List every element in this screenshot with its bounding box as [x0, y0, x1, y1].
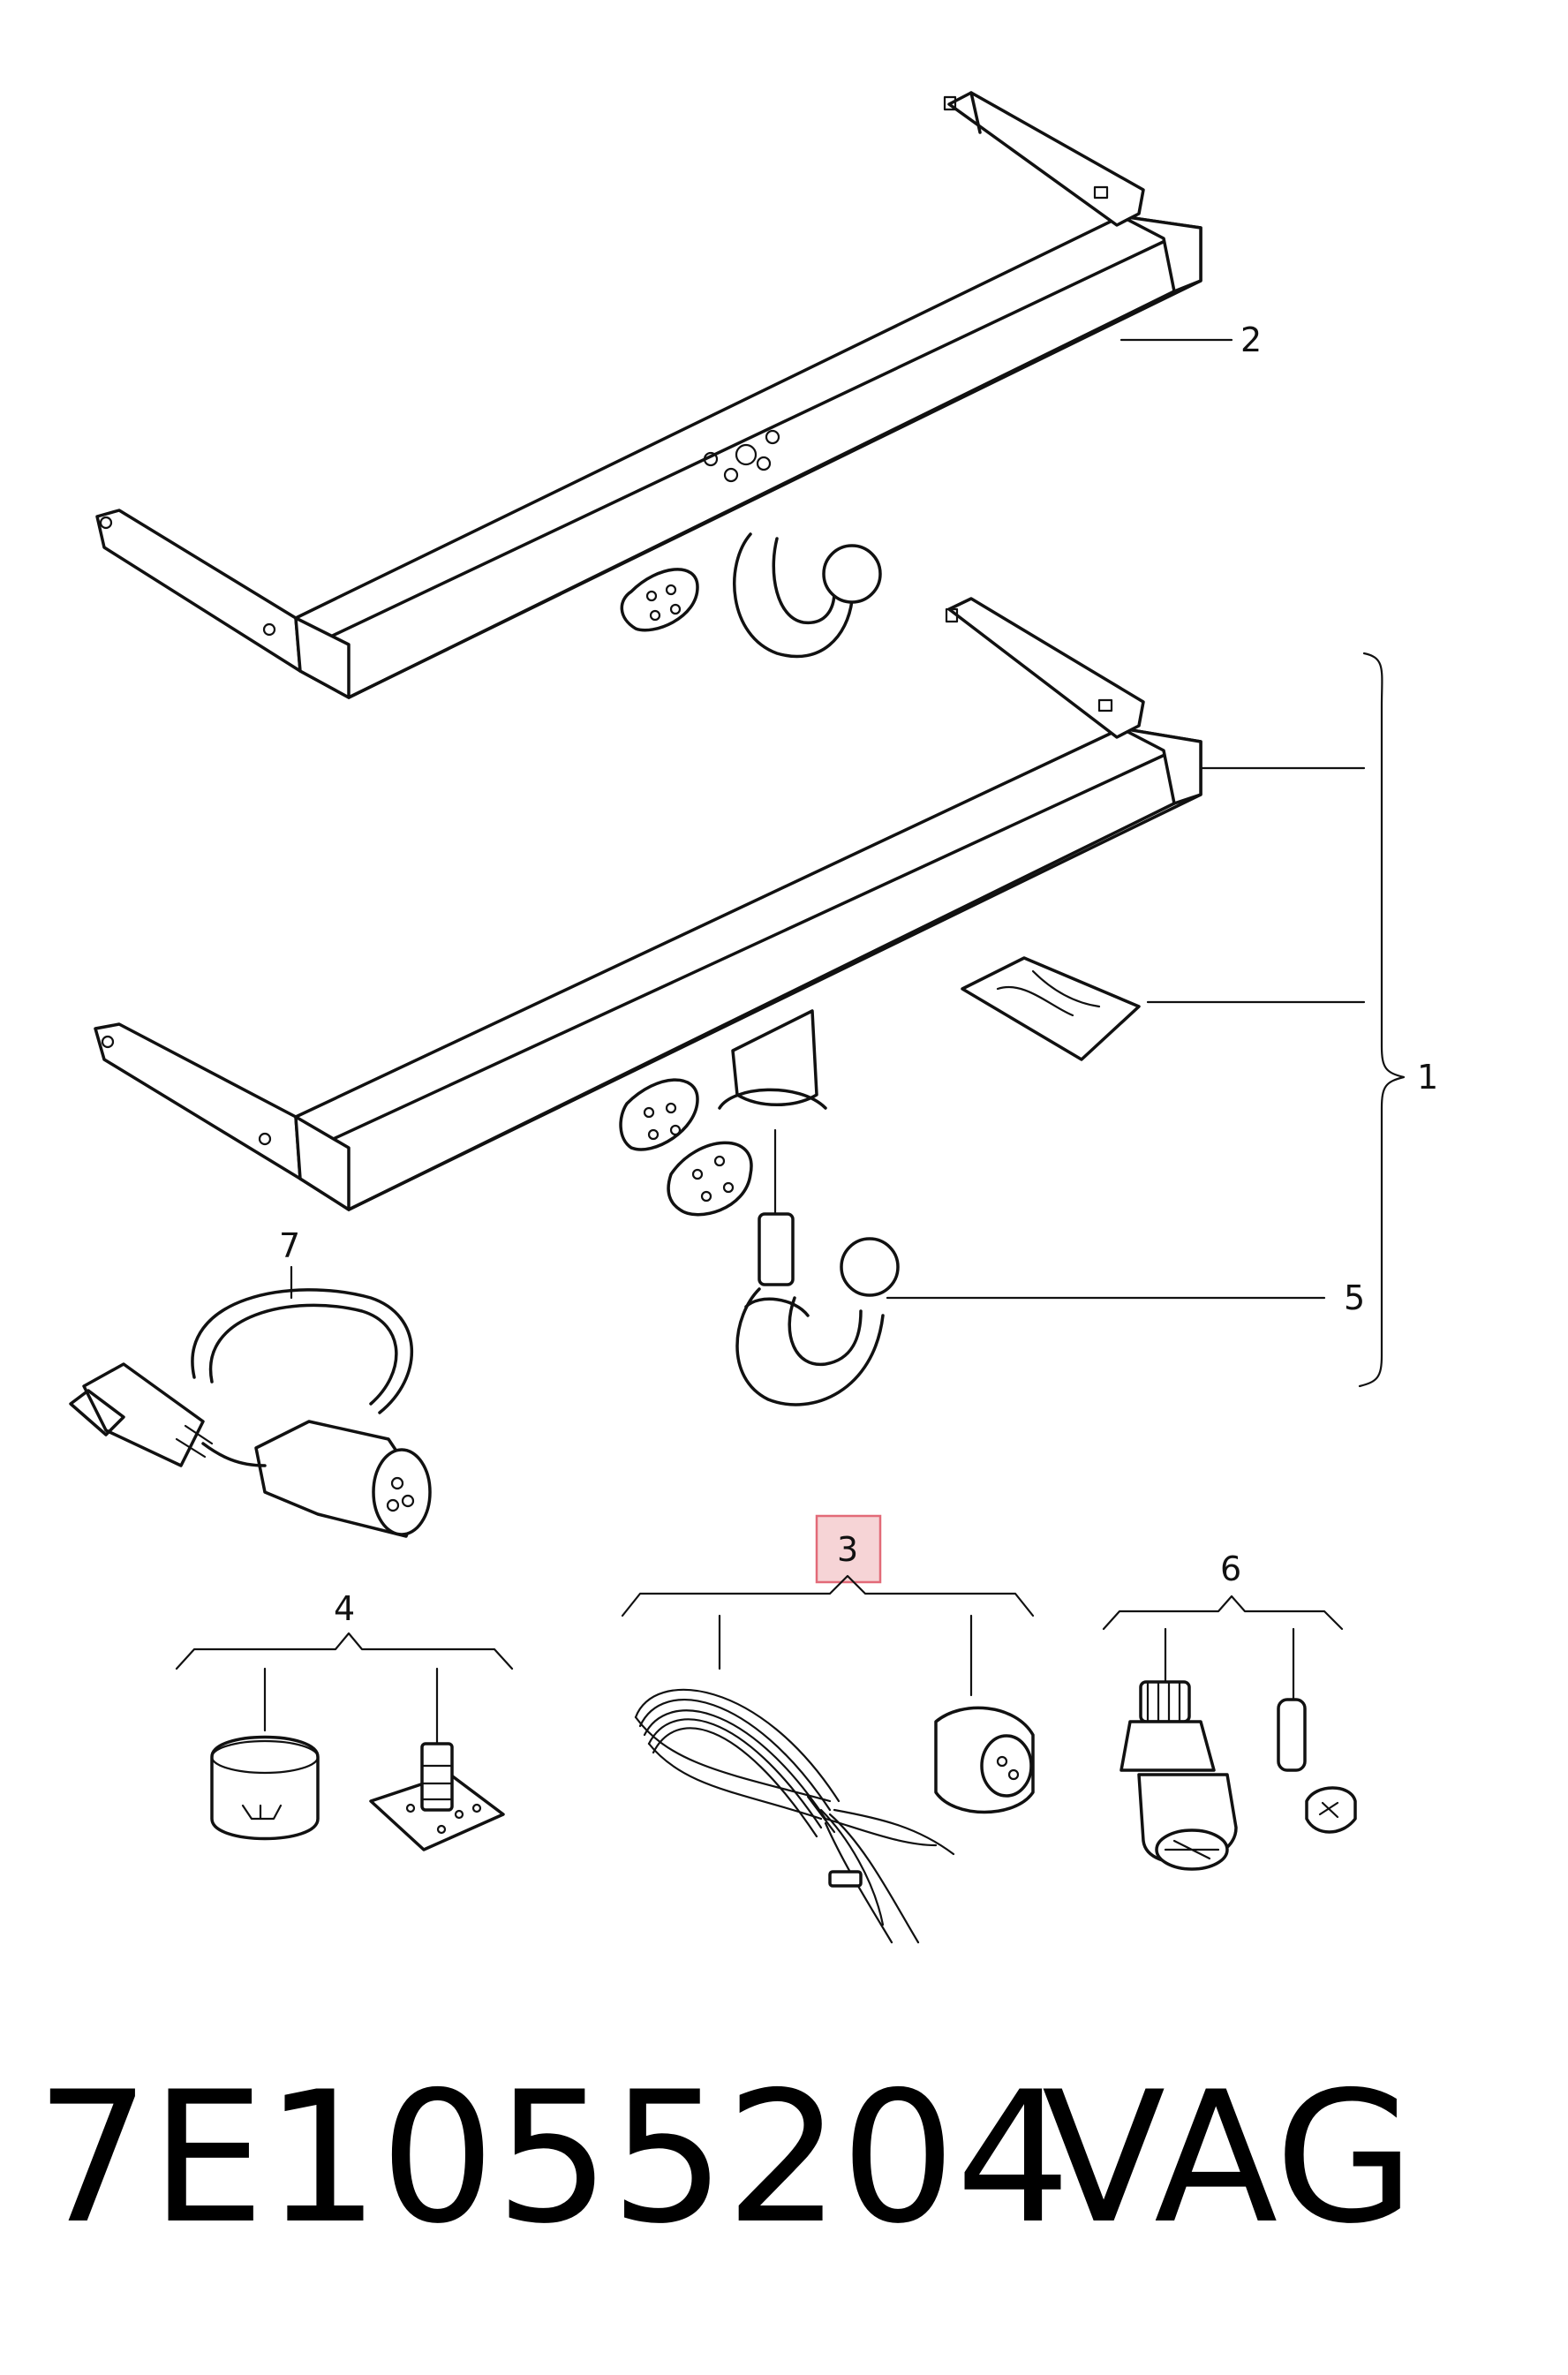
part-number: 7E1055204 — [35, 2054, 1071, 2264]
socket-group-4: 4 — [175, 1589, 514, 1851]
adapter-cable: 7 — [69, 1226, 432, 1538]
callout-7: 7 — [279, 1226, 300, 1265]
callout-3: 3 — [837, 1530, 858, 1569]
callout-6: 6 — [1220, 1549, 1241, 1588]
callout-4: 4 — [334, 1589, 355, 1628]
callout-5: 5 — [1344, 1278, 1365, 1317]
tow-bar-lower: 5 1 — [94, 597, 1438, 1406]
tow-bar-upper: 2 — [95, 91, 1262, 699]
wiring-group-3: 3 — [621, 1514, 1035, 1944]
beam-holes-upper — [703, 429, 780, 483]
callout-1: 1 — [1417, 1058, 1438, 1097]
callout-3-highlight — [815, 1514, 882, 1584]
brand-name: VAG — [1042, 2054, 1415, 2264]
callout-2: 2 — [1240, 320, 1262, 359]
wiring-harness — [634, 1688, 955, 1944]
socket-group-6: 6 — [1102, 1549, 1357, 1871]
